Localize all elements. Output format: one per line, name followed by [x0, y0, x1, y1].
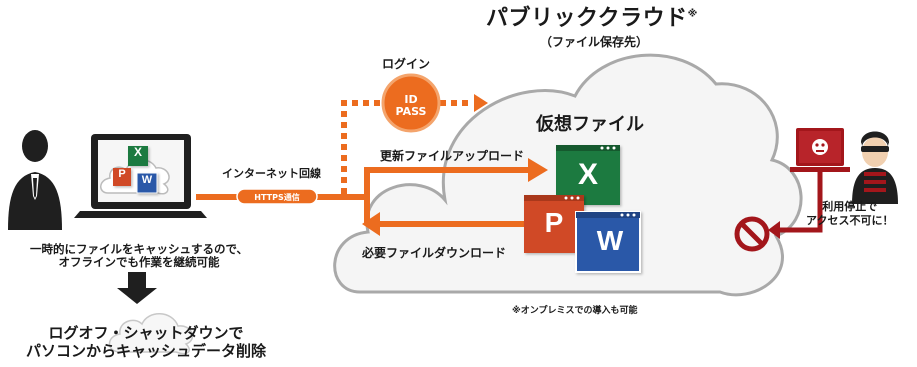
- small-cloud-icon: [108, 313, 194, 355]
- cloud-subtitle: （ファイル保存先）: [540, 35, 649, 49]
- excel-small-icon: X: [133, 145, 142, 159]
- footnote: ※オンプレミスでの導入も可能: [512, 306, 638, 316]
- thief-icon: [852, 131, 898, 204]
- stop-icon: [734, 216, 770, 252]
- cloud-title-mark: ※: [687, 8, 698, 20]
- virtual-file-icons: [524, 145, 641, 273]
- login-badge-line1: ID: [404, 93, 418, 106]
- access-stop-line1: 利用停止で: [822, 200, 878, 213]
- cache-note: 一時的にファイルをキャッシュするので、 オフラインでも作業を継続可能: [30, 242, 249, 270]
- login-label: ログイン: [382, 57, 431, 71]
- down-arrow-icon: [117, 272, 157, 304]
- access-stop-line2: アクセス不可に！: [806, 213, 894, 227]
- word-icon: W: [596, 225, 624, 256]
- powerpoint-small-icon: P: [118, 168, 126, 180]
- attacker-laptop-icon: [790, 128, 850, 172]
- logoff-note-line2: パソコンからキャッシュデータ削除: [26, 342, 267, 360]
- attack-arrow: [778, 172, 823, 233]
- download-label: 必要ファイルダウンロード: [362, 246, 507, 260]
- cloud-title: パブリッククラウド※: [486, 6, 698, 31]
- user-icon: [8, 130, 62, 230]
- login-badge-text: ID PASS: [386, 94, 436, 117]
- laptop-app-icons: [113, 146, 158, 194]
- login-badge-icon: [381, 73, 441, 133]
- powerpoint-icon: P: [544, 207, 564, 238]
- https-badge: [236, 188, 318, 205]
- virtual-file-label: 仮想ファイル: [536, 114, 644, 135]
- access-stop-note: 利用停止で アクセス不可に！: [806, 200, 893, 228]
- upload-arrowhead: [528, 158, 548, 182]
- login-arrowhead: [474, 94, 488, 112]
- internet-line-label: インターネット回線: [222, 167, 321, 180]
- cache-note-line1: 一時的にファイルをキャッシュするので、: [30, 242, 249, 256]
- logoff-note: ログオフ・シャットダウンで パソコンからキャッシュデータ削除: [26, 324, 266, 360]
- word-small-icon: W: [141, 174, 153, 186]
- download-arrowhead: [362, 212, 380, 236]
- excel-icon: X: [577, 158, 598, 191]
- logoff-note-line1: ログオフ・シャットダウンで: [48, 324, 244, 342]
- cache-note-line2: オフラインでも作業を継続可能: [58, 255, 220, 270]
- login-badge-line2: PASS: [395, 104, 427, 118]
- https-badge-label: HTTPS通信: [254, 193, 300, 202]
- upload-label: 更新ファイルアップロード: [380, 149, 525, 163]
- attack-arrowhead: [768, 221, 780, 239]
